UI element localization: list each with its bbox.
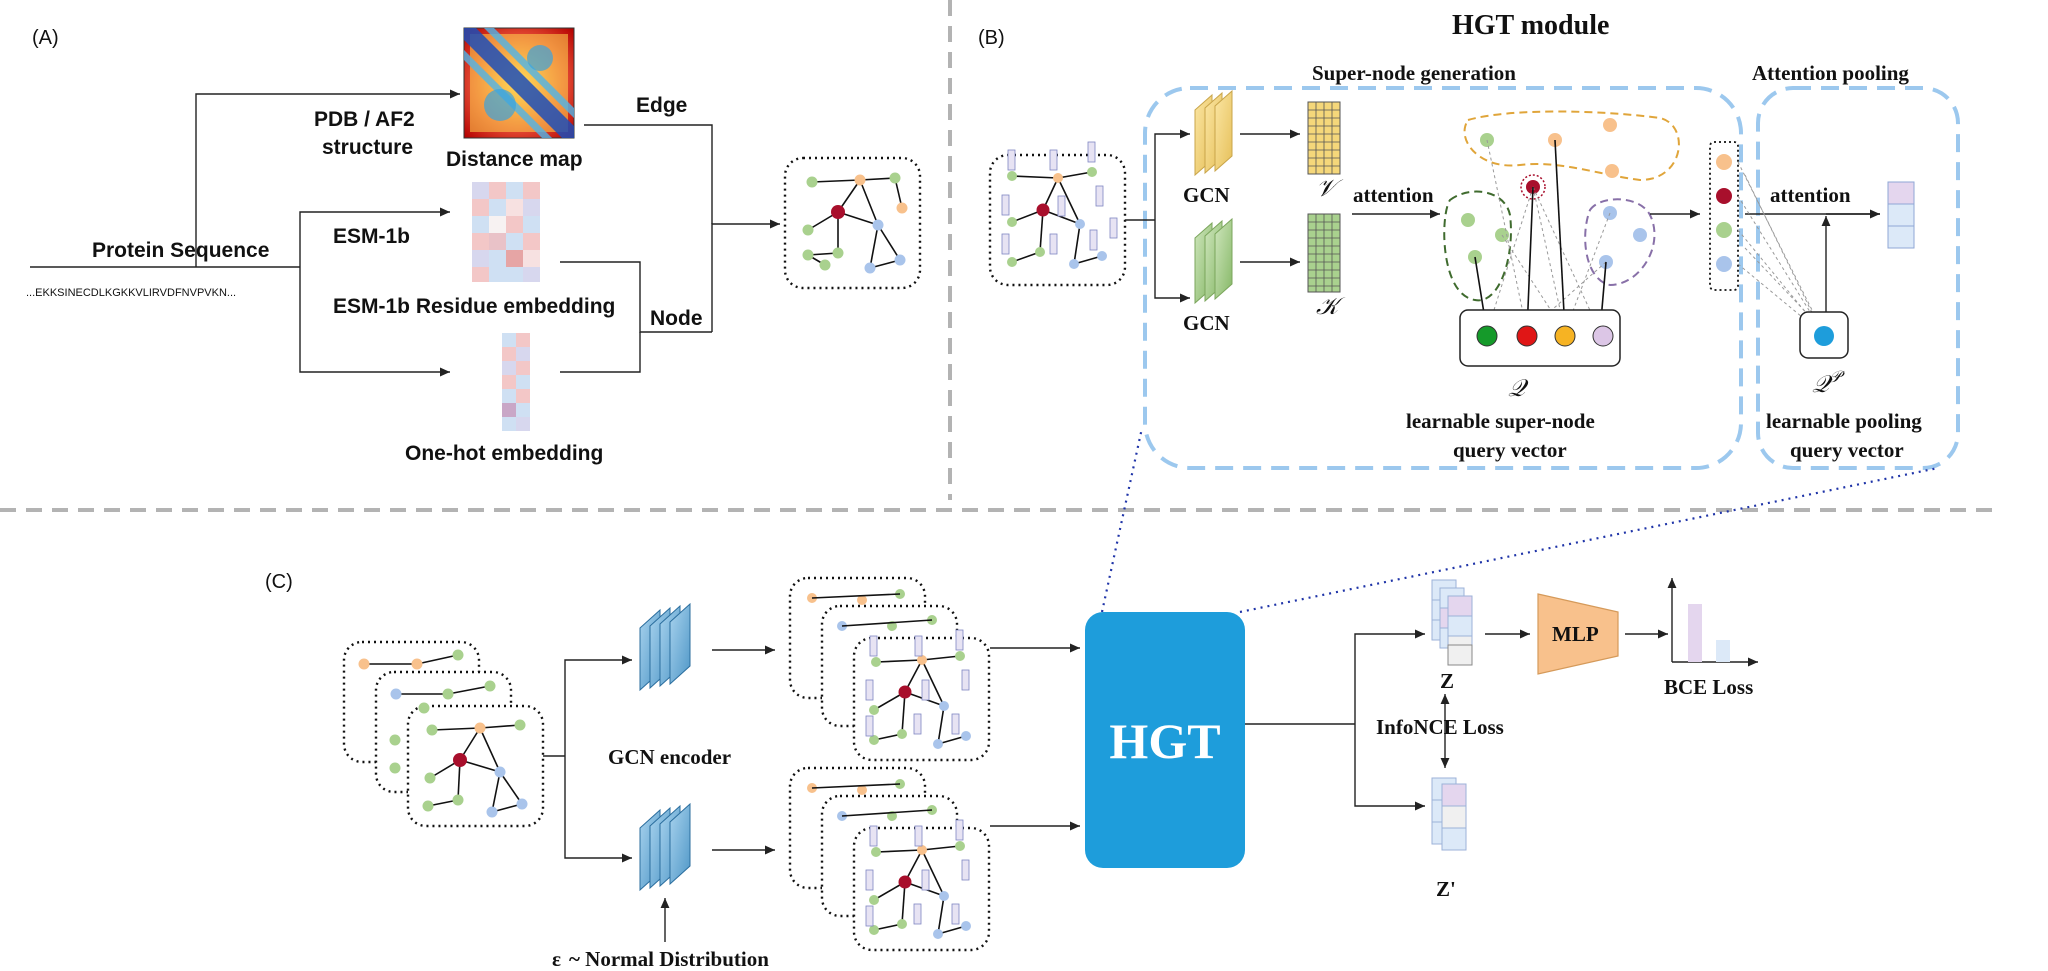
q-symbol: 𝒬: [1508, 376, 1529, 402]
mlp-block: [1537, 593, 1619, 675]
arrow-to-encoder-bottom: [564, 756, 632, 863]
esm-residue-label: ESM-1b Residue embedding: [333, 295, 615, 318]
arrow-to-z-prime: [1354, 724, 1425, 811]
infonce-label: InfoNCE Loss: [1376, 715, 1504, 739]
v-symbol: 𝒱: [1316, 176, 1344, 202]
onehot-embedding-image: [502, 333, 530, 431]
encoded-graph-stack-bottom: [788, 766, 991, 952]
arrow-to-encoder-top: [564, 655, 632, 756]
arrow-to-gcn-bottom: [1154, 220, 1190, 303]
protein-sequence-label: Protein Sequence: [92, 239, 269, 262]
supernode-vector: [1709, 141, 1739, 291]
hgt-module-title: HGT module: [1452, 10, 1609, 41]
k-matrix: [1307, 213, 1341, 293]
esm-label: ESM-1b: [333, 225, 410, 248]
panel-a: Protein Sequence ...EKKSINECDLKGKKVLIRVD…: [26, 27, 922, 465]
gcn-top-block: [1194, 89, 1233, 177]
supernode-query-box: [1459, 309, 1621, 367]
attention-label-2: attention: [1770, 183, 1851, 207]
panel-label-b: (B): [978, 27, 1005, 49]
qp-symbol: 𝒬𝒫: [1812, 369, 1845, 398]
pdb-label-1: PDB / AF2: [314, 108, 415, 131]
distance-map-label: Distance map: [446, 148, 583, 171]
edge-line: [584, 124, 713, 224]
onehot-merge-line: [560, 332, 641, 373]
hgt-connector-right: [1239, 466, 1939, 614]
bce-mini-chart: [1667, 578, 1758, 667]
pooling-query-box: [1799, 311, 1849, 359]
mlp-label: MLP: [1552, 622, 1599, 646]
gcn-bottom-block: [1194, 217, 1233, 305]
hgt-block-label: HGT: [1109, 713, 1220, 769]
gcn-top-label: GCN: [1183, 183, 1230, 207]
super-node-clusters: [1443, 110, 1680, 333]
z-prime-label: Z': [1436, 877, 1456, 901]
qp-caption-1: learnable pooling: [1766, 409, 1922, 433]
v-matrix: [1307, 101, 1341, 175]
sequence-text: ...EKKSINECDLKGKKVLIRVDFNVPVKN...: [26, 287, 236, 299]
supernode-generation-title: Super-node generation: [1312, 61, 1516, 85]
gcn-encoder-label: GCN encoder: [608, 745, 731, 769]
arrow-to-z: [1354, 629, 1425, 724]
attention-pooling-dashed-box: [1756, 86, 1960, 470]
noise-label: ε~ Normal Distribution: [552, 947, 769, 971]
input-graph-stack: [342, 640, 545, 828]
esm-merge-line: [560, 261, 712, 333]
z-embedding-stack: [1431, 579, 1473, 666]
distance-map-image: [463, 27, 575, 139]
attention-label-1: attention: [1353, 183, 1434, 207]
pdb-label-2: structure: [322, 136, 413, 159]
z-prime-embedding-stack: [1431, 777, 1467, 851]
node-label: Node: [650, 307, 703, 330]
qp-caption-2: query vector: [1790, 438, 1904, 462]
edge-label: Edge: [636, 94, 687, 117]
attention-pooling-title: Attention pooling: [1752, 61, 1909, 85]
encoded-graph-stack-top: [788, 576, 991, 762]
onehot-label: One-hot embedding: [405, 442, 603, 465]
hgt-connector-left: [1100, 427, 1144, 613]
arrow-to-esm: [299, 207, 450, 267]
z-label: Z: [1440, 669, 1454, 693]
panel-c: GCN encoder ε~ Normal Distribution: [342, 427, 1939, 971]
protein-graph-a: [783, 156, 922, 290]
esm-embedding-image: [472, 182, 540, 282]
gcn-encoder-bottom: [639, 802, 691, 892]
q-caption-1: learnable super-node: [1406, 409, 1595, 433]
panel-label-c: (C): [265, 571, 293, 593]
hgt-block: [1085, 612, 1245, 868]
arrow-to-onehot: [299, 267, 450, 377]
k-symbol: 𝒦: [1316, 294, 1346, 320]
arrow-to-distance-map: [195, 89, 460, 267]
pooled-vector: [1887, 181, 1915, 249]
gcn-encoder-top: [639, 602, 691, 692]
bce-loss-label: BCE Loss: [1664, 675, 1753, 699]
panel-b: HGT module Super-node generation Attenti…: [988, 10, 1960, 470]
q-caption-2: query vector: [1453, 438, 1567, 462]
input-graph-b: [988, 141, 1127, 287]
arrow-to-gcn-top: [1154, 129, 1190, 220]
arrow-to-graph: [711, 219, 780, 332]
panel-label-a: (A): [32, 27, 59, 49]
supernode-dashed-box: [1143, 86, 1743, 470]
gcn-bottom-label: GCN: [1183, 311, 1230, 335]
